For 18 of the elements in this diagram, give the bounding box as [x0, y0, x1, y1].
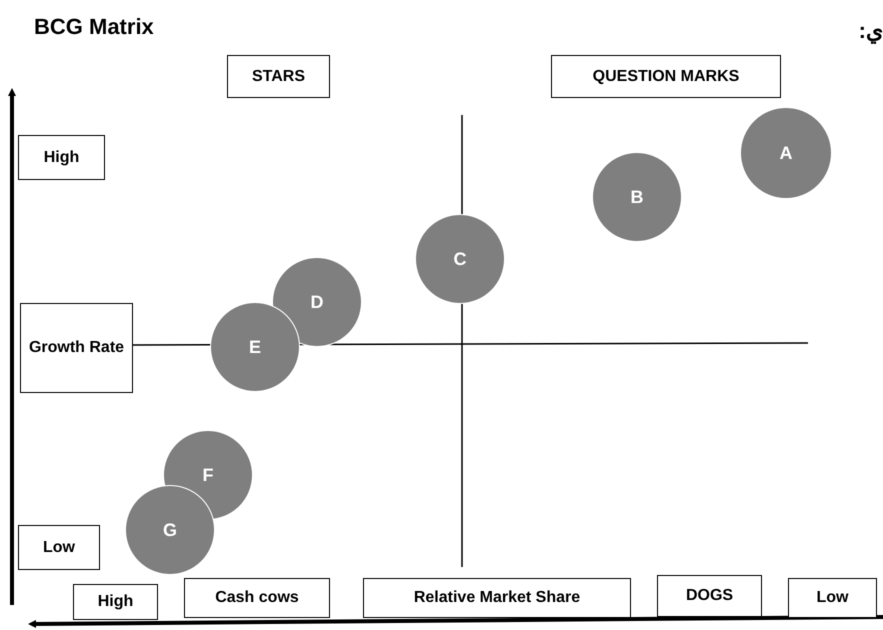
label-box: QUESTION MARKS [551, 55, 781, 98]
diagram-title: BCG Matrix [34, 14, 154, 40]
product-circle: E [210, 302, 300, 392]
label-box: DOGS [657, 575, 762, 617]
label-box: Relative Market Share [363, 578, 631, 618]
label-box: STARS [227, 55, 330, 98]
label-box: Cash cows [184, 578, 330, 618]
label-box: Growth Rate [20, 303, 133, 393]
label-box: High [73, 584, 158, 620]
product-circle: D [272, 257, 362, 347]
product-circle: B [592, 152, 682, 242]
product-circle: G [125, 485, 215, 575]
label-box: Low [788, 578, 877, 618]
product-circle: C [415, 214, 505, 304]
label-box: High [18, 135, 105, 180]
product-circle: A [740, 107, 832, 199]
label-box: Low [18, 525, 100, 570]
text-fragment: ي: [858, 18, 883, 44]
